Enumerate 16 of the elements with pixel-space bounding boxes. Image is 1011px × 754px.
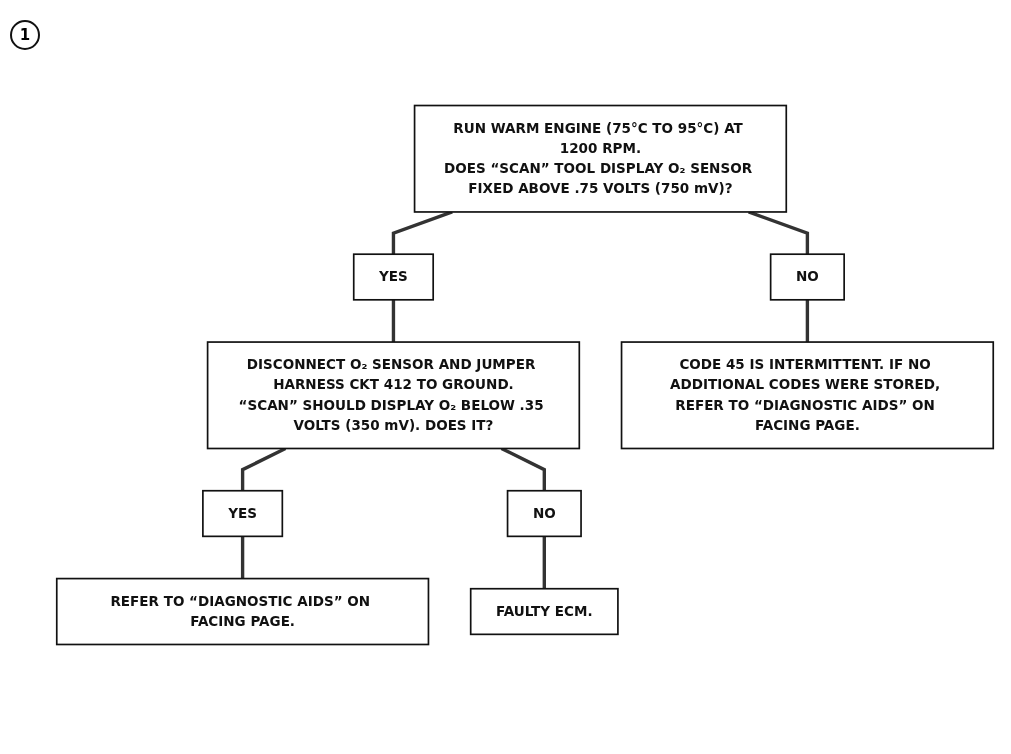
- connector: [391, 210, 453, 255]
- node-box: YES: [202, 489, 284, 538]
- connector: [240, 536, 245, 579]
- callout-number: 1: [10, 20, 40, 50]
- node-box: DISCONNECT O₂ SENSOR AND JUMPER HARNESS CKT 412 TO GROUND. “SCAN” SHOULD DISPLAY O₂ BELOW .35 VOLTS (350 mV). DOES IT?: [206, 341, 581, 450]
- node-box: RUN WARM ENGINE (75°C TO 95°C) AT 1200 RPM. DOES “SCAN” TOOL DISPLAY O₂ SENSOR FIXED ABOVE .75 VOLTS (750 mV)?: [413, 104, 788, 213]
- node-box: CODE 45 IS INTERMITTENT. IF NO ADDITIONAL CODES WERE STORED, REFER TO “DIAGNOSTIC AIDS” ON FACING PAGE.: [620, 341, 995, 450]
- connector: [391, 299, 396, 343]
- connector: [542, 536, 546, 589]
- node-box: NO: [506, 489, 582, 538]
- connector: [805, 299, 810, 343]
- connector: [748, 210, 810, 255]
- node-box: NO: [769, 253, 845, 301]
- node-box: FAULTY ECM.: [469, 587, 619, 636]
- node-box: REFER TO “DIAGNOSTIC AIDS” ON FACING PAGE.: [55, 577, 430, 646]
- node-box: YES: [352, 253, 435, 301]
